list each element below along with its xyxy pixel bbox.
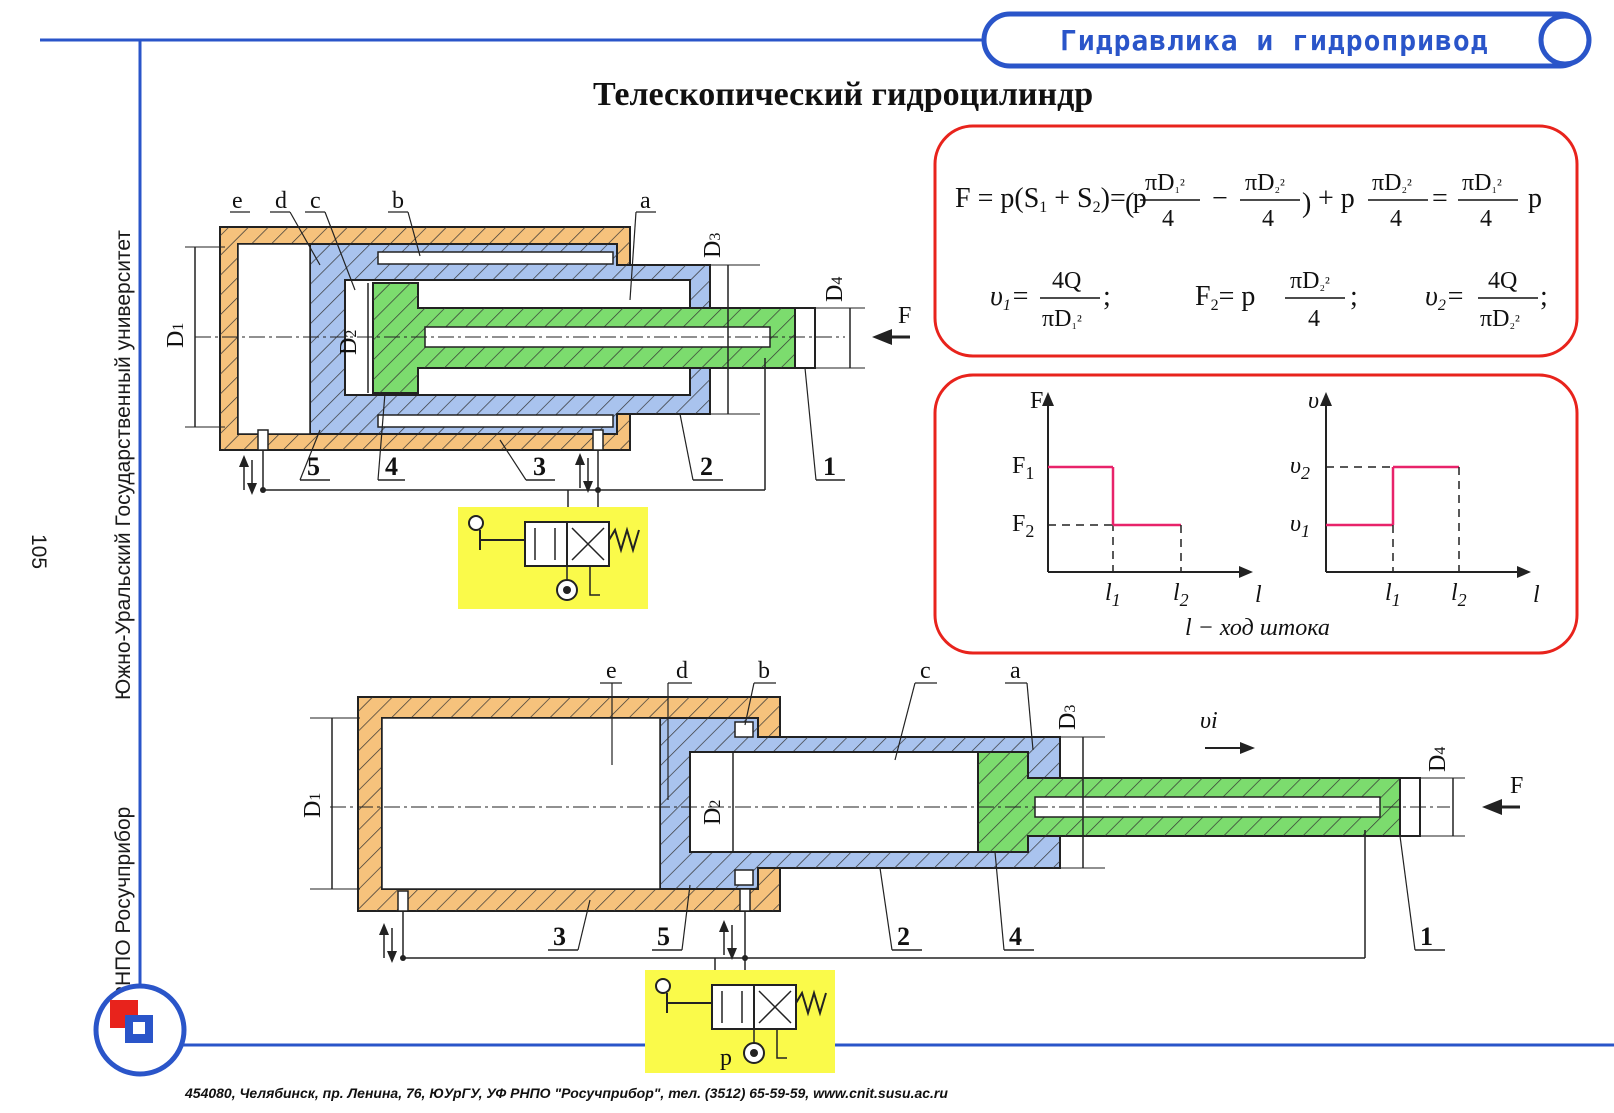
svg-text:−: − [1212, 183, 1228, 214]
label-b-bottom: b [758, 658, 770, 684]
x-axis-arrow-icon [1239, 566, 1253, 578]
label-d-top: d [275, 188, 287, 214]
dim-D4-bottom: D4 [1425, 747, 1451, 772]
page-title: Телескопический гидроцилиндр [593, 76, 1093, 113]
label-2-bottom: 2 [897, 922, 910, 951]
x-tick-label: l2 [1451, 580, 1467, 610]
y-level-label: F1 [1012, 453, 1034, 483]
velocity-graph: υ l l1 l2 υ1 υ2 [1290, 388, 1540, 610]
label-c-top: c [310, 188, 321, 214]
label-3-bottom: 3 [553, 922, 566, 951]
svg-text:;: ; [1103, 281, 1111, 312]
label-5-bottom: 5 [657, 922, 670, 951]
dim-D1-top: D1 [163, 323, 189, 348]
y-axis-label: υ [1308, 388, 1319, 414]
label-d-bottom: d [676, 658, 688, 684]
footer-address: 454080, Челябинск, пр. Ленина, 76, ЮУрГУ… [184, 1085, 948, 1101]
svg-text:): ) [1302, 188, 1311, 219]
dim-D1-bottom: D1 [300, 793, 326, 818]
formula-f2: F2= p [1195, 281, 1255, 314]
svg-text:4: 4 [1390, 206, 1402, 232]
y-level-label: υ2 [1290, 453, 1310, 483]
dim-D4-top: D4 [822, 277, 848, 302]
x-tick-label: l1 [1105, 580, 1121, 610]
x-tick-label: l2 [1173, 580, 1189, 610]
side-org: РНПО Росучприбор [112, 807, 135, 1000]
x-axis-label: l [1255, 582, 1262, 608]
x-axis-label: l [1533, 582, 1540, 608]
y-level-label: υ1 [1290, 511, 1310, 541]
label-2-top: 2 [700, 452, 713, 481]
formula-box: F = p(S1 + S2)= p πD₁² 4 − πD₂² 4 ( ) + … [933, 124, 1579, 358]
svg-text:(: ( [1125, 188, 1134, 219]
y-axis-arrow-icon [1320, 392, 1332, 406]
label-3-top: 3 [533, 452, 546, 481]
formula-v1: υ1= [990, 281, 1030, 314]
x-tick-label: l1 [1385, 580, 1401, 610]
label-c-bottom: c [920, 658, 931, 684]
svg-text:;: ; [1350, 281, 1358, 312]
pressure-label: p [720, 1045, 732, 1071]
label-a-bottom: a [1010, 658, 1021, 684]
y-axis-label: F [1030, 388, 1043, 414]
svg-text:p: p [1528, 183, 1542, 214]
y-axis-arrow-icon [1042, 392, 1054, 406]
logo-icon [93, 983, 187, 1077]
label-4-bottom: 4 [1009, 922, 1022, 951]
x-axis-arrow-icon [1517, 566, 1531, 578]
top-cylinder-diagram: D1 D2 D3 D4 F e d c b a 5 4 3 2 1 [163, 188, 911, 609]
svg-text:+ p: + p [1318, 183, 1355, 214]
dim-D3-bottom: D3 [1055, 705, 1081, 730]
dim-D2-bottom: D2 [700, 800, 726, 825]
svg-text:4Q: 4Q [1488, 268, 1517, 294]
svg-text:4Q: 4Q [1052, 268, 1081, 294]
label-e-bottom: e [606, 658, 617, 684]
svg-text:4: 4 [1308, 306, 1320, 332]
svg-text:4: 4 [1262, 206, 1274, 232]
label-1-bottom: 1 [1420, 922, 1433, 951]
graph-caption: l − ход штока [1185, 615, 1330, 641]
formula-v2: υ2= [1425, 281, 1465, 314]
force-label-top: F [898, 303, 911, 329]
label-b-top: b [392, 188, 404, 214]
side-university: Южно-Уральский Государственный университ… [112, 230, 135, 700]
header-circle-icon [1538, 13, 1592, 67]
valve-bottom: p [645, 970, 835, 1073]
bottom-cylinder-diagram: D1 D2 D3 D4 F υi e d b c a 3 5 2 4 1 [300, 658, 1523, 1073]
side-page-number: 105 [27, 534, 50, 569]
formula-force: F = p(S1 + S2)= p [955, 183, 1147, 216]
label-1-top: 1 [823, 452, 836, 481]
side-text: РНПО Росучприбор Южно-Уральский Государс… [27, 230, 135, 1000]
label-4-top: 4 [385, 452, 398, 481]
svg-text:=: = [1432, 183, 1448, 214]
velocity-label: υi [1200, 708, 1218, 734]
svg-text:4: 4 [1162, 206, 1174, 232]
dim-D3-top: D3 [700, 233, 726, 258]
label-5-top: 5 [307, 452, 320, 481]
svg-text:πD₁²: πD₁² [1145, 170, 1185, 196]
header-label: Гидравлика и гидропривод [1060, 24, 1489, 57]
svg-text:;: ; [1540, 281, 1548, 312]
header-frame: Гидравлика и гидропривод [40, 11, 1592, 1030]
force-label-bottom: F [1510, 773, 1523, 799]
valve-top [458, 507, 648, 609]
y-level-label: F2 [1012, 511, 1034, 541]
label-e-top: e [232, 188, 243, 214]
svg-text:4: 4 [1480, 206, 1492, 232]
label-a-top: a [640, 188, 651, 214]
